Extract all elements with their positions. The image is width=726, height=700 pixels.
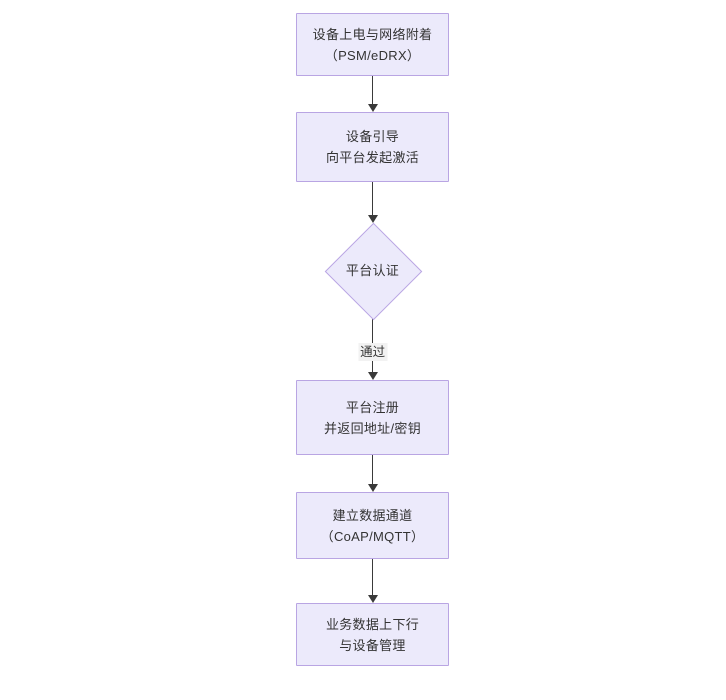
edge-n3-n4-arrowhead <box>367 372 378 380</box>
edge-n4-n5-line <box>372 455 374 484</box>
edge-n2-n3-arrowhead <box>367 215 378 223</box>
edge-n1-n2-line <box>372 76 374 104</box>
edge-n5-n6-line <box>372 559 374 595</box>
edge-n4-n5-arrowhead <box>367 484 378 492</box>
node-establish-data-channel-line-2: （CoAP/MQTT） <box>320 528 425 544</box>
node-device-power-on-line-1: 设备上电与网络附着 <box>312 26 433 42</box>
node-platform-registration-line-2: 并返回地址/密钥 <box>323 420 421 436</box>
edge-label-pass: 通过 <box>358 343 388 361</box>
node-platform-authentication-label: 平台认证 <box>345 263 400 278</box>
edge-n2-n3-line <box>372 182 374 215</box>
node-business-data-line-2: 与设备管理 <box>339 637 406 653</box>
node-platform-authentication[interactable]: 平台认证 <box>324 222 423 321</box>
node-business-data-line-1: 业务数据上下行 <box>325 616 420 632</box>
node-device-bootstrap-line-1: 设备引导 <box>345 129 400 144</box>
node-business-data-and-device-management[interactable]: 业务数据上下行 与设备管理 <box>296 603 449 666</box>
node-platform-registration[interactable]: 平台注册 并返回地址/密钥 <box>296 380 449 455</box>
node-platform-registration-line-1: 平台注册 <box>345 399 400 415</box>
node-establish-data-channel[interactable]: 建立数据通道 （CoAP/MQTT） <box>296 492 449 559</box>
edge-n5-n6-arrowhead <box>367 595 378 603</box>
node-device-bootstrap-line-2: 向平台发起激活 <box>325 150 420 165</box>
edge-n1-n2-arrowhead <box>367 104 378 112</box>
node-establish-data-channel-line-1: 建立数据通道 <box>332 507 413 523</box>
node-device-bootstrap[interactable]: 设备引导 向平台发起激活 <box>296 112 449 182</box>
node-device-power-on[interactable]: 设备上电与网络附着 （PSM/eDRX） <box>296 13 449 76</box>
node-device-power-on-line-2: （PSM/eDRX） <box>324 47 421 63</box>
